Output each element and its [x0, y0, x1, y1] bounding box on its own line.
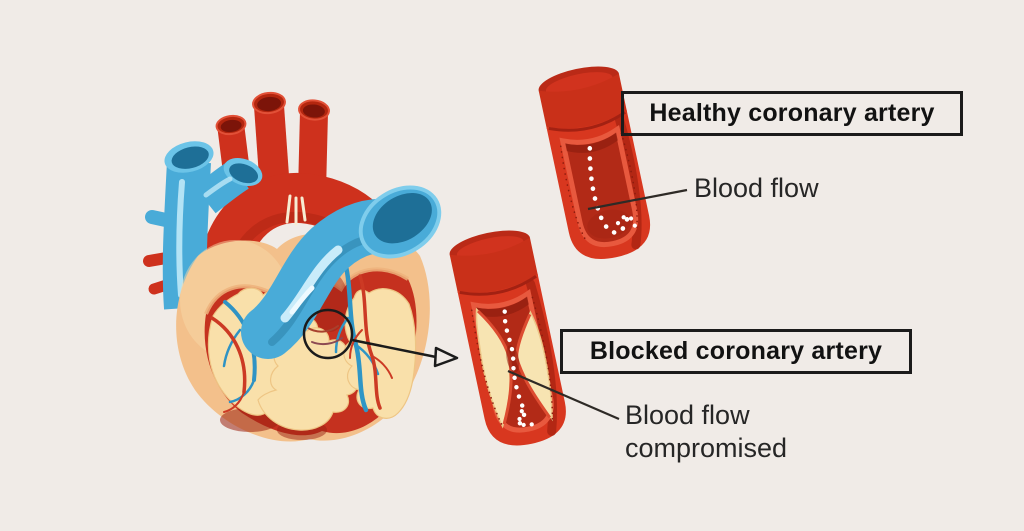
zoom-arrowhead [433, 346, 459, 368]
artery-wall-dotted-texture [470, 296, 554, 428]
blocked-artery [449, 230, 566, 446]
pulmonary-artery [241, 185, 442, 359]
blood-flow-dots [587, 146, 637, 235]
healthy-artery-title-box: Healthy coronary artery [621, 91, 963, 136]
heart-illustration [143, 91, 442, 442]
magnifier-circle [302, 308, 354, 360]
blood-flow-label: Blood flow [694, 173, 819, 203]
blocked-artery-title-box: Blocked coronary artery [560, 329, 912, 374]
artery-wall-dotted-texture [559, 132, 638, 244]
healthy-leader-line [587, 188, 688, 211]
coronary-vessels [210, 259, 393, 413]
ligament-tassel [285, 194, 307, 226]
blocked-leader-line [507, 369, 620, 421]
blood-flow-compromised-label: Blood flow compromised [625, 400, 788, 463]
zoom-arrow [351, 338, 459, 368]
blood-flow-compromised-dots [502, 309, 534, 428]
healthy-artery-title: Healthy coronary artery [649, 99, 935, 127]
blocked-artery-title: Blocked coronary artery [589, 337, 883, 365]
healthy-artery-lumen [559, 124, 639, 248]
healthy-artery [538, 66, 651, 260]
